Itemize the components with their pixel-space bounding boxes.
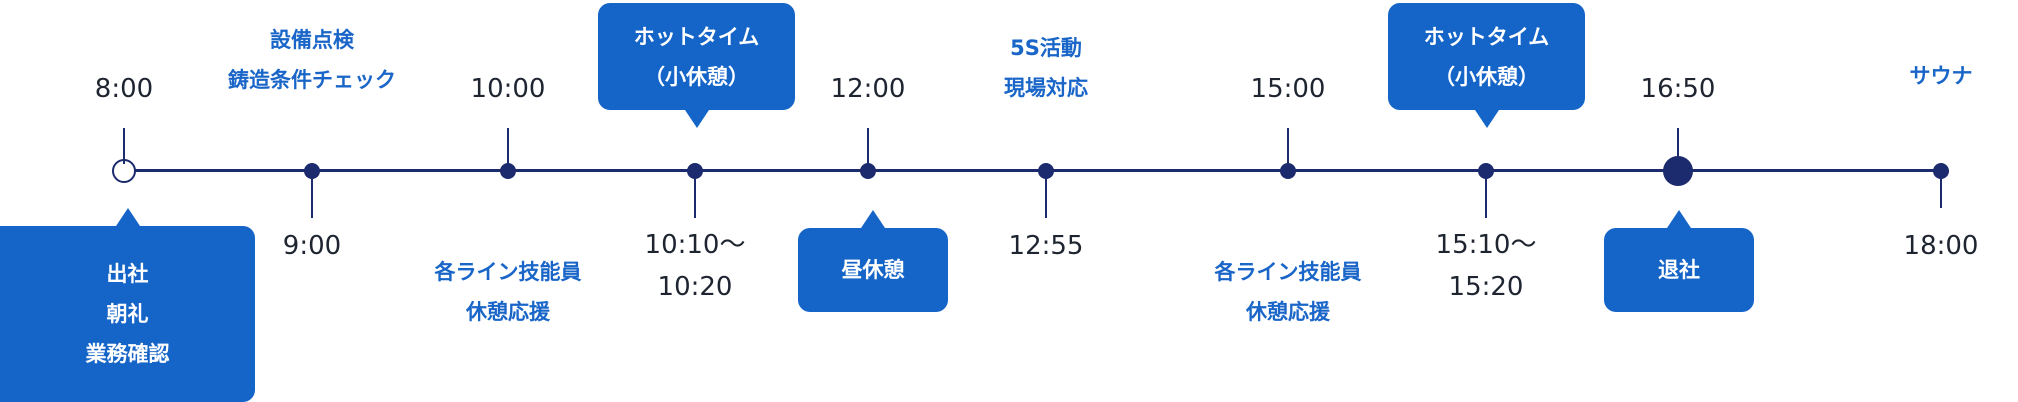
tick-0900 [311,178,313,218]
tick-1000 [507,128,509,164]
bubble-leave: 退社 [1604,210,1754,312]
label-inspection: 設備点検 鋳造条件チェック [228,20,396,100]
timeline-dot-1800 [1933,163,1949,179]
timeline-dot-1500 [1280,163,1296,179]
bubble-start-line3: 業務確認 [85,342,170,366]
timeline-dot-1255 [1038,163,1054,179]
time-1255: 12:55 [1008,231,1084,261]
label-sauna: サウナ [1909,64,1973,88]
time-1000: 10:00 [470,74,546,104]
bubble-hottime-a: ホットタイム （小休憩） [598,3,795,128]
tick-1255 [1045,178,1047,218]
bubble-start: 出社 朝礼 業務確認 [0,208,255,402]
bubble-lunch: 昼休憩 [798,210,948,312]
bubble-hottime-b-line1: ホットタイム [1423,24,1550,49]
time-1800: 18:00 [1903,231,1979,261]
timeline-dot-1510 [1478,163,1494,179]
label-support-a: 各ライン技能員 休憩応援 [435,252,582,332]
time-1510-start: 15:10〜 [1435,230,1537,260]
bubble-hottime-b: ホットタイム （小休憩） [1388,3,1585,128]
label-five-s-line2: 現場対応 [1004,76,1088,100]
tick-1510 [1485,178,1487,218]
time-1010-start: 10:10〜 [644,230,746,260]
bubble-hottime-a-line2: （小休憩） [644,64,749,89]
timeline-dot-0900 [304,163,320,179]
label-five-s-line1: 5S活動 [1010,36,1082,60]
time-0900: 9:00 [282,231,342,261]
timeline-dot-1010 [687,163,703,179]
tick-0800 [123,128,125,164]
bubble-start-line2: 朝礼 [106,302,149,326]
label-support-b-line2: 休憩応援 [1246,300,1330,324]
tick-1200 [867,128,869,164]
label-five-s: 5S活動 現場対応 [1004,28,1088,108]
time-1500: 15:00 [1250,74,1326,104]
label-inspection-line1: 設備点検 [270,28,354,52]
time-1200: 12:00 [830,74,906,104]
tick-1650 [1677,128,1679,164]
bubble-lunch-label: 昼休憩 [841,258,905,282]
bubble-start-line1: 出社 [106,262,149,286]
bubble-hottime-b-line2: （小休憩） [1434,64,1539,89]
bubble-hottime-a-line1: ホットタイム [633,24,760,49]
label-support-b: 各ライン技能員 休憩応援 [1215,252,1362,332]
label-support-a-line2: 休憩応援 [466,300,550,324]
bubble-leave-label: 退社 [1658,258,1700,282]
tick-1800 [1940,178,1942,208]
tick-1500 [1287,128,1289,164]
timeline-dot-start [112,159,136,183]
time-1650: 16:50 [1640,74,1716,104]
label-support-a-line1: 各ライン技能員 [434,260,582,284]
label-inspection-line2: 鋳造条件チェック [228,68,396,92]
timeline-dot-1200 [860,163,876,179]
timeline-dot-1000 [500,163,516,179]
time-1510-end: 15:20 [1448,272,1524,302]
timeline-line [124,169,1941,172]
time-0800: 8:00 [94,74,154,104]
time-1010-end: 10:20 [657,272,733,302]
label-support-b-line1: 各ライン技能員 [1214,260,1362,284]
tick-1010 [694,178,696,218]
